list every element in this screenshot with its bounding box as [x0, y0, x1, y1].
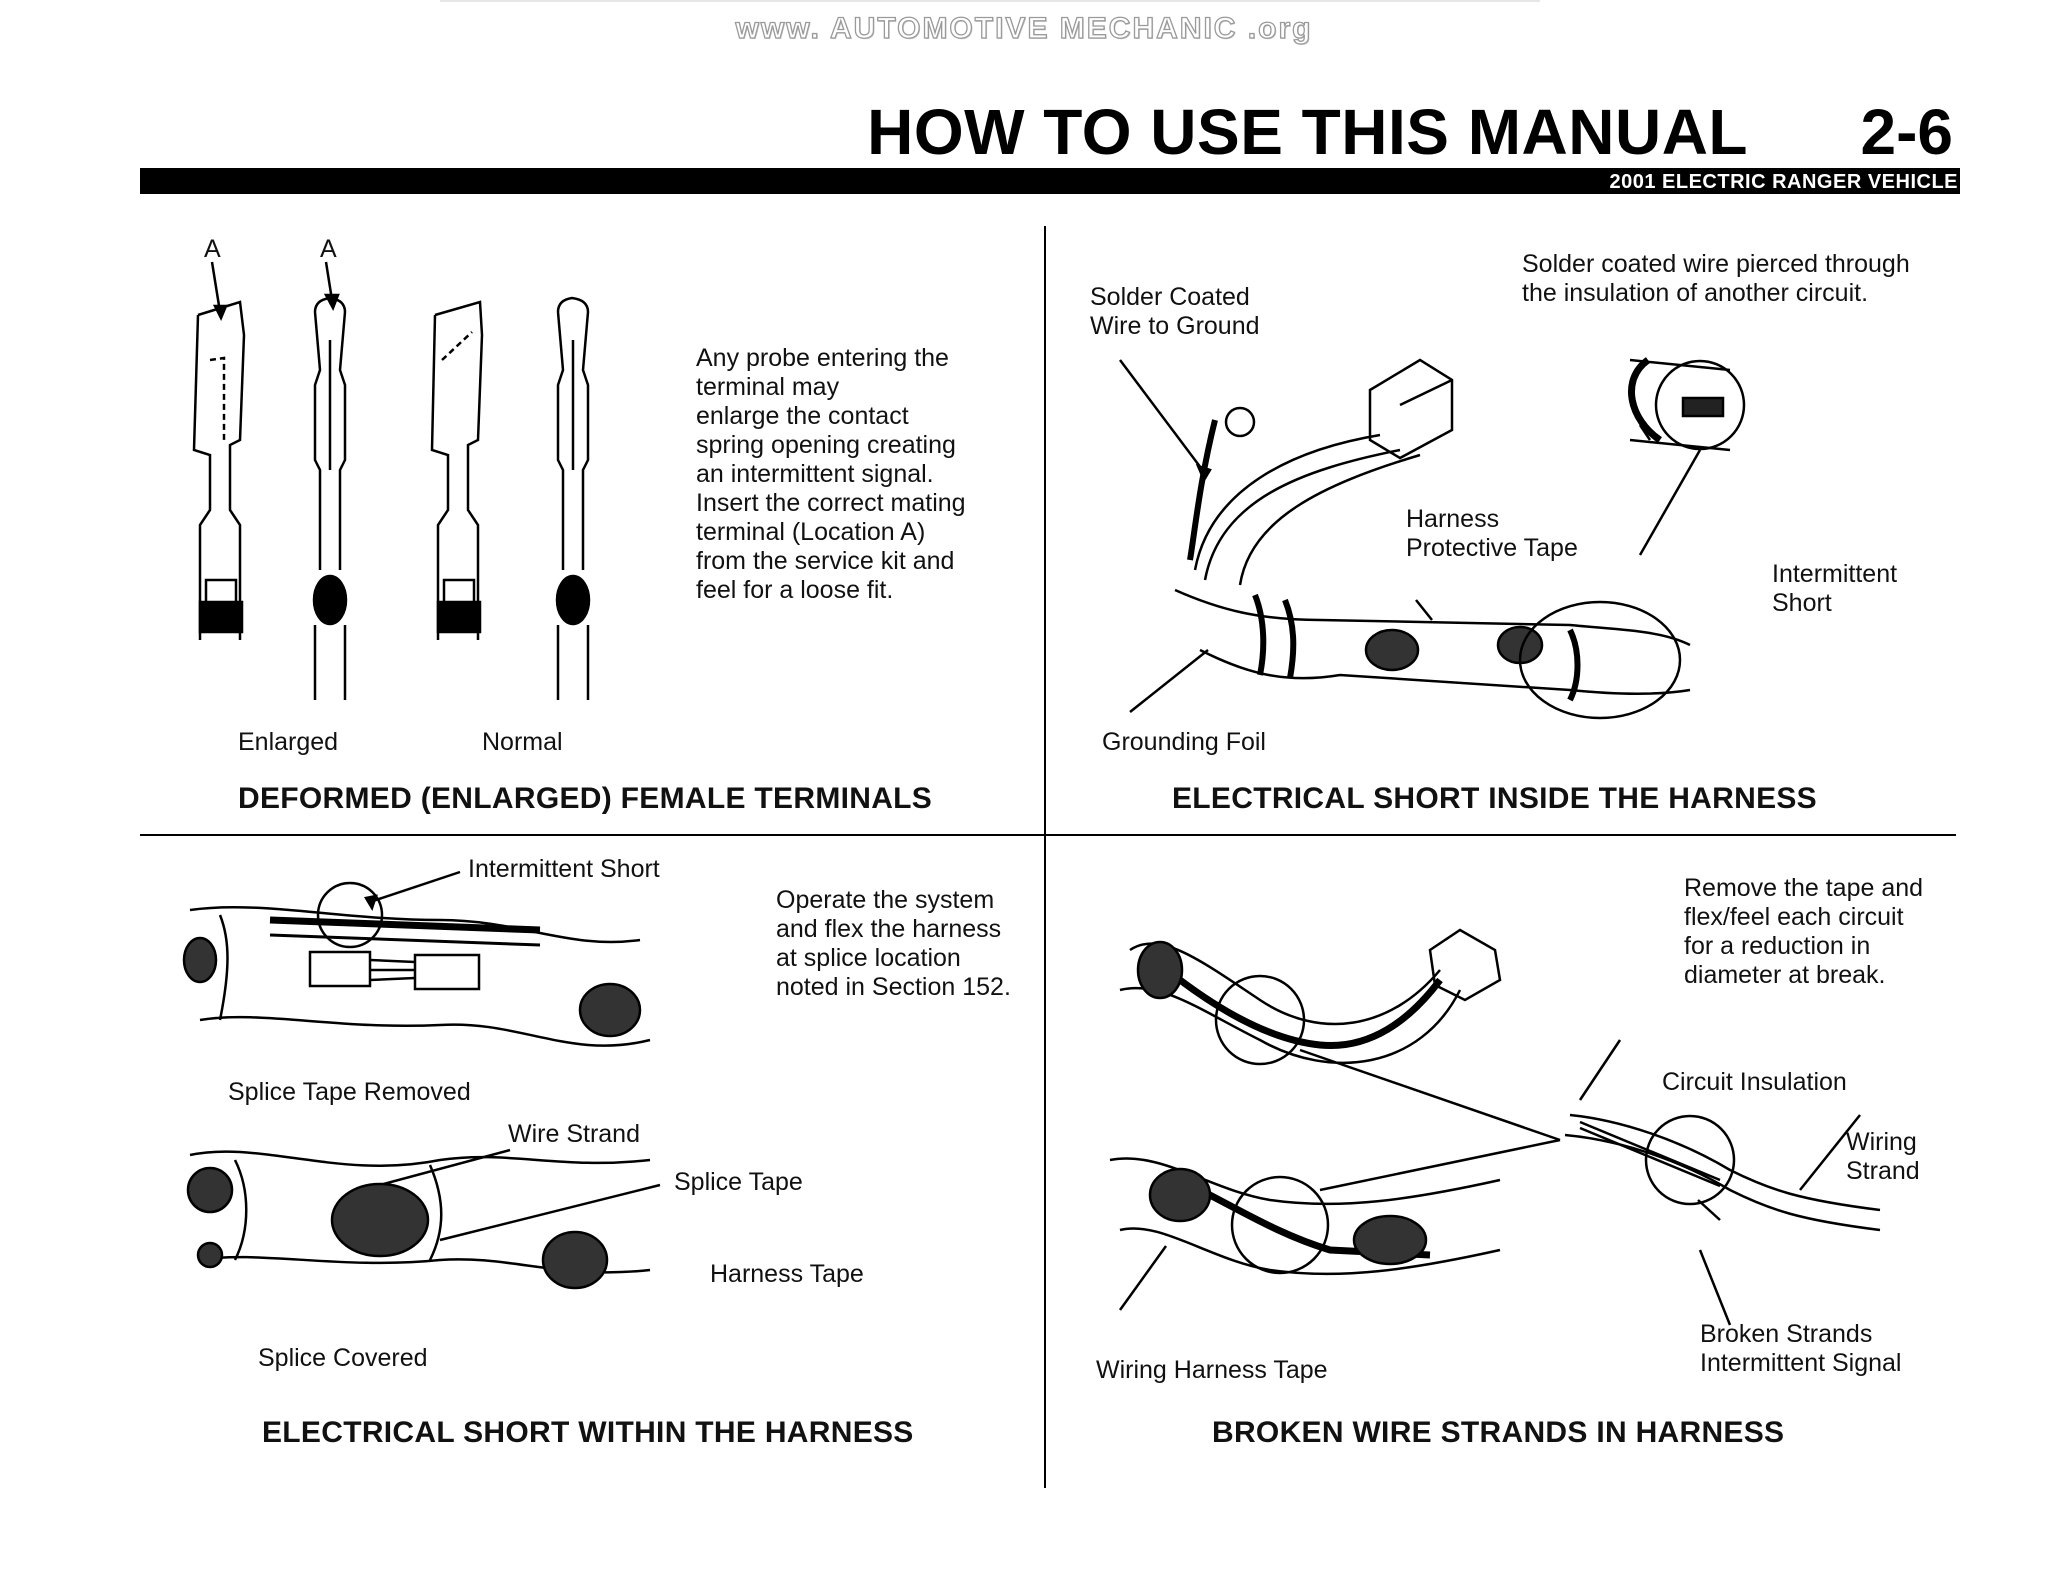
grounding-foil-label: Grounding Foil	[1102, 728, 1266, 756]
splice-covered-label: Splice Covered	[258, 1344, 428, 1372]
harness-protective-tape-label: Harness Protective Tape	[1406, 505, 1578, 562]
location-a-label: A	[204, 235, 221, 263]
splice-tape-removed-label: Splice Tape Removed	[228, 1078, 471, 1106]
intermittent-short-label: Intermittent Short	[1772, 560, 1898, 617]
page-title: HOW TO USE THIS MANUAL	[867, 96, 1748, 168]
watermark-rule	[440, 0, 1540, 2]
splice-illustration	[180, 860, 700, 1280]
splice-tape-label: Splice Tape	[674, 1168, 803, 1196]
vehicle-subtitle: 2001 ELECTRIC RANGER VEHICLE	[1609, 171, 1958, 193]
broken-wire-strands-title: BROKEN WIRE STRANDS IN HARNESS	[1212, 1416, 1785, 1449]
harness-tape-label: Harness Tape	[710, 1260, 864, 1288]
solder-coated-wire-label: Solder Coated Wire to Ground	[1090, 283, 1260, 340]
wire-strand-label: Wire Strand	[508, 1120, 640, 1148]
terminal-illustration	[180, 240, 640, 710]
short-within-harness-title: ELECTRICAL SHORT WITHIN THE HARNESS	[262, 1416, 914, 1449]
harness-inside-illustration	[1100, 300, 1740, 720]
location-a-label: A	[320, 235, 337, 263]
header-bar	[140, 168, 1960, 194]
deformed-terminals-title: DEFORMED (ENLARGED) FEMALE TERMINALS	[238, 782, 933, 815]
broken-strands-label: Broken Strands Intermittent Signal	[1700, 1320, 1902, 1377]
normal-label: Normal	[482, 728, 563, 756]
within-description: Operate the system and flex the harness …	[776, 886, 1011, 1001]
site-watermark: www. AUTOMOTIVE MECHANIC .org	[735, 11, 1313, 45]
enlarged-label: Enlarged	[238, 728, 339, 756]
intermittent-short-label: Intermittent Short	[468, 855, 660, 883]
horizontal-divider	[140, 834, 1956, 836]
wiring-harness-tape-label: Wiring Harness Tape	[1096, 1356, 1328, 1384]
solder-pierced-label: Solder coated wire pierced through the i…	[1522, 250, 1910, 307]
wiring-strand-label: Wiring Strand	[1846, 1128, 1920, 1185]
circuit-insulation-label: Circuit Insulation	[1662, 1068, 1847, 1096]
broken-description: Remove the tape and flex/feel each circu…	[1684, 874, 1924, 989]
broken-strands-illustration	[1100, 890, 1900, 1370]
vertical-divider	[1044, 226, 1046, 1488]
short-inside-harness-title: ELECTRICAL SHORT INSIDE THE HARNESS	[1172, 782, 1817, 815]
deformed-description: Any probe entering the terminal may enla…	[696, 344, 966, 604]
page-number: 2-6	[1860, 96, 1954, 168]
